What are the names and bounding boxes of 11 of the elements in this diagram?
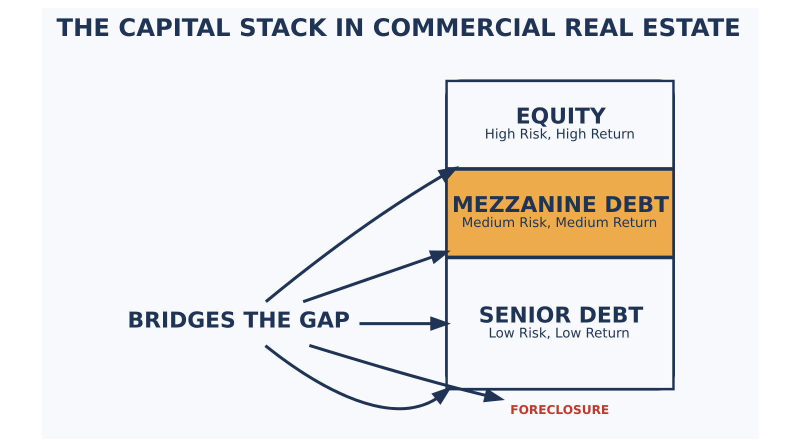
- arrow: [264, 344, 452, 410]
- arrow: [302, 250, 450, 304]
- node-box: MEZZANINE DEBT Medium Risk, Medium Return: [444, 168, 674, 258]
- arrow: [308, 344, 504, 402]
- node-text: BRIDGES THE GAP: [127, 308, 350, 334]
- node-box: SENIOR DEBT Low Risk, Low Return: [444, 256, 674, 390]
- diagram-title: THE CAPITAL STACK IN COMMERCIAL REAL ESTATE: [56, 13, 740, 42]
- arrow: [264, 166, 459, 303]
- arrow: [358, 316, 450, 331]
- node-box: EQUITY High Risk, High Return: [444, 80, 674, 170]
- node-text: FORECLOSURE: [510, 402, 609, 417]
